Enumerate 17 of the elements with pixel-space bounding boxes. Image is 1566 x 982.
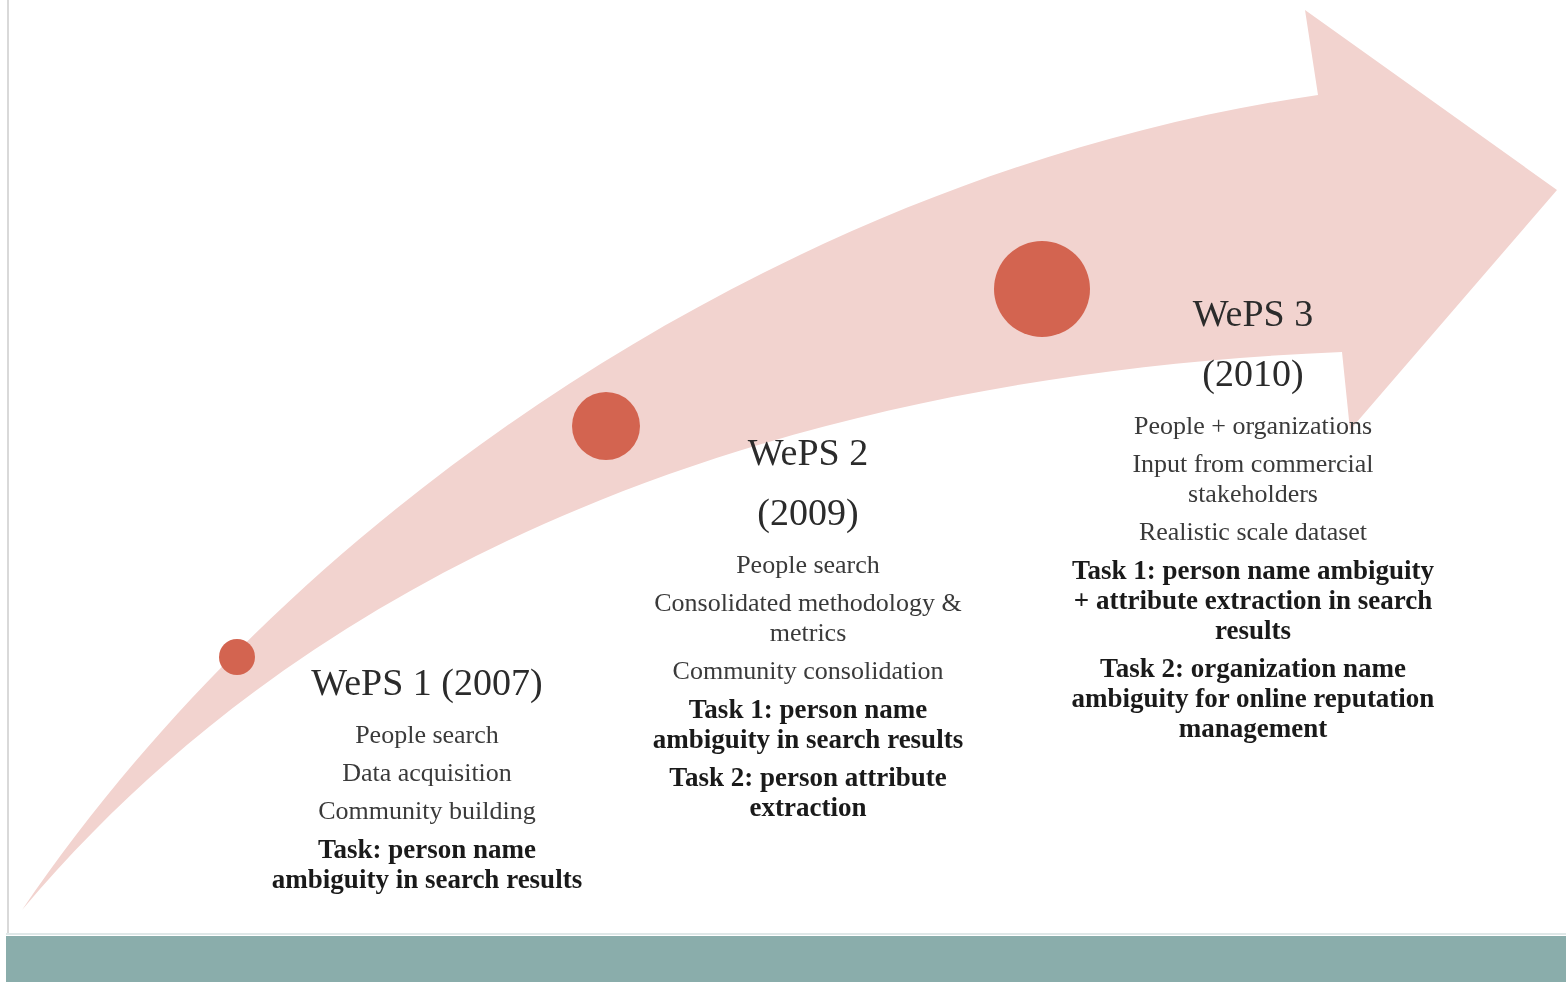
milestone-item: Input from commercial stakeholders — [1131, 449, 1375, 509]
milestone-item: Community consolidation — [672, 656, 944, 686]
task-description: Task 1: person name ambiguity + attribute extraction in search results — [1070, 555, 1436, 645]
milestone-item: Community building — [318, 796, 536, 826]
milestone-item: Consolidated methodology & metrics — [653, 588, 963, 648]
task-description: Task: person name ambiguity in search results — [270, 834, 584, 894]
milestone-heading: WePS 2 (2009) — [746, 430, 870, 535]
milestone-item: Data acquisition — [342, 758, 512, 788]
milestone-item: People search — [736, 550, 880, 580]
milestone-item: People search — [355, 720, 499, 750]
milestone-heading: WePS 3 (2010) — [1191, 291, 1315, 396]
task-description: Task 2: organization name ambiguity for online reputation management — [1070, 653, 1436, 743]
milestone-item: Realistic scale dataset — [1138, 517, 1368, 547]
milestone-item: People + organizations — [1134, 411, 1372, 441]
task-description: Task 1: person name ambiguity in search results — [651, 694, 965, 754]
milestone-heading: WePS 1 (2007) — [311, 660, 543, 705]
task-description: Task 2: person attribute extraction — [668, 762, 948, 822]
